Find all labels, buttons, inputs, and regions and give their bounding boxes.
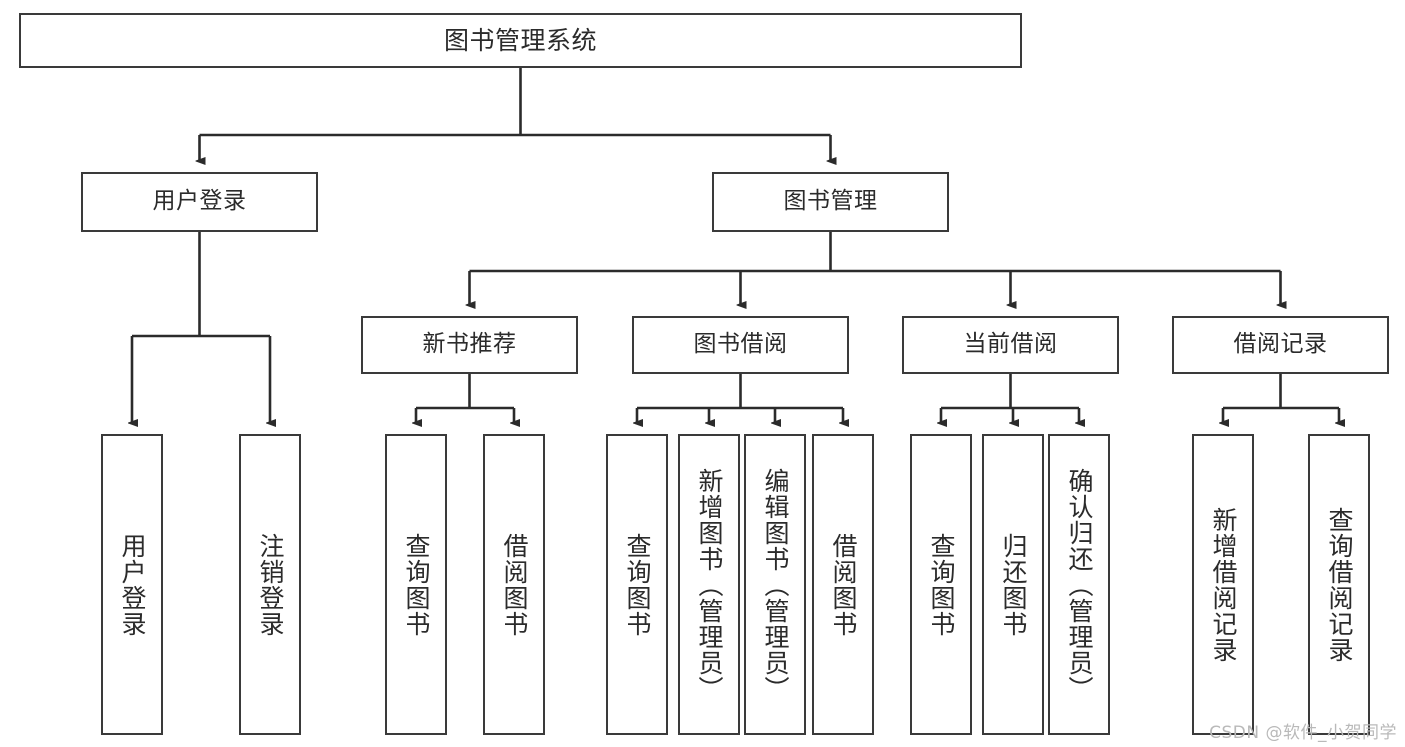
node-leaf-cur-return[interactable]: 归还图书 — [982, 434, 1044, 735]
node-label: 查询图书 — [402, 532, 431, 637]
node-leaf-nb-borrow[interactable]: 借阅图书 — [483, 434, 545, 735]
node-label: 新书推荐 — [422, 331, 517, 358]
node-borrow[interactable]: 图书借阅 — [632, 316, 849, 374]
node-leaf-rec-query[interactable]: 查询借阅记录 — [1308, 434, 1370, 735]
node-label: 新增借阅记录 — [1209, 506, 1238, 663]
node-leaf-user-logout[interactable]: 注销登录 — [239, 434, 301, 735]
node-label: 用户登录 — [152, 188, 247, 215]
node-leaf-bw-borrow[interactable]: 借阅图书 — [812, 434, 874, 735]
node-leaf-bw-add[interactable]: 新增图书（管理员） — [678, 434, 740, 735]
node-leaf-user-login[interactable]: 用户登录 — [101, 434, 163, 735]
node-label: 借阅图书 — [829, 532, 858, 637]
node-current[interactable]: 当前借阅 — [902, 316, 1119, 374]
node-label: 图书管理 — [783, 188, 878, 215]
node-label: 借阅记录 — [1233, 331, 1328, 358]
node-leaf-cur-query[interactable]: 查询图书 — [910, 434, 972, 735]
node-label: 查询图书 — [623, 532, 652, 637]
node-label: 查询借阅记录 — [1325, 506, 1354, 663]
node-bookmgr[interactable]: 图书管理 — [712, 172, 949, 232]
node-login[interactable]: 用户登录 — [81, 172, 318, 232]
node-label: 图书管理系统 — [443, 25, 597, 55]
node-leaf-bw-edit[interactable]: 编辑图书（管理员） — [744, 434, 806, 735]
node-leaf-rec-add[interactable]: 新增借阅记录 — [1192, 434, 1254, 735]
node-label: 确认归还（管理员） — [1065, 467, 1094, 702]
watermark-text: CSDN @软件_小贺同学 — [1209, 723, 1397, 743]
node-root[interactable]: 图书管理系统 — [19, 13, 1022, 68]
node-newbook[interactable]: 新书推荐 — [361, 316, 578, 374]
node-label: 归还图书 — [999, 532, 1028, 637]
node-leaf-bw-query[interactable]: 查询图书 — [606, 434, 668, 735]
node-leaf-nb-query[interactable]: 查询图书 — [385, 434, 447, 735]
node-leaf-cur-confirm[interactable]: 确认归还（管理员） — [1048, 434, 1110, 735]
node-label: 用户登录 — [118, 532, 147, 637]
node-label: 查询图书 — [927, 532, 956, 637]
node-label: 当前借阅 — [963, 331, 1058, 358]
node-label: 新增图书（管理员） — [695, 467, 724, 702]
node-record[interactable]: 借阅记录 — [1172, 316, 1389, 374]
node-label: 注销登录 — [256, 532, 285, 637]
node-label: 借阅图书 — [500, 532, 529, 637]
node-label: 编辑图书（管理员） — [761, 467, 790, 702]
node-label: 图书借阅 — [693, 331, 788, 358]
